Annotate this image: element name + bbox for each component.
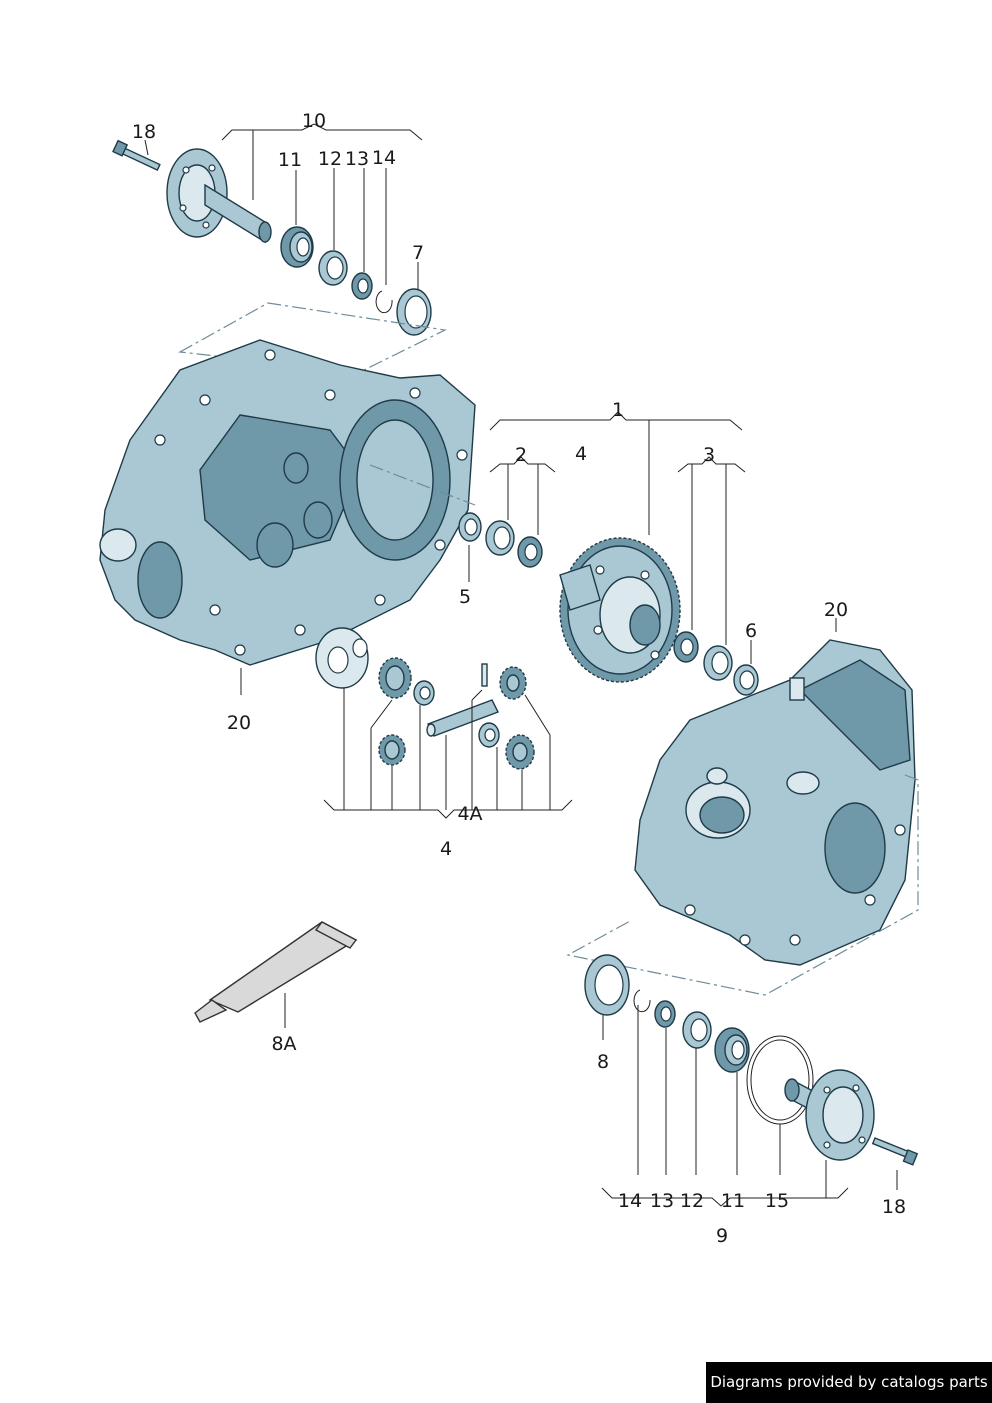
label-15: 15: [765, 1190, 789, 1212]
label-1: 1: [612, 399, 624, 421]
o-ring-15: [746, 1035, 814, 1125]
side-gear-left: [378, 657, 412, 699]
seal-7: [396, 288, 432, 336]
right-transmission-housing: [566, 639, 919, 996]
label-10: 10: [302, 110, 326, 132]
label-4-top: 4: [575, 443, 587, 465]
label-9: 9: [716, 1225, 728, 1247]
ring-12-top: [318, 250, 348, 286]
thrust-washer-left: [413, 680, 435, 706]
bolt-18-top: [112, 139, 161, 171]
circlip-14-top: [375, 290, 393, 314]
label-20-right: 20: [824, 599, 848, 621]
bearing-11-bottom: [714, 1027, 750, 1073]
drive-flange-top: [166, 148, 272, 244]
shim-5: [458, 512, 482, 542]
diff-cage: [315, 627, 369, 689]
label-18-bottom: 18: [882, 1196, 906, 1218]
label-13-bottom: 13: [650, 1190, 674, 1212]
label-4-bottom: 4: [440, 838, 452, 860]
left-transmission-housing: [99, 339, 476, 666]
pinion-shaft: [426, 699, 499, 737]
shim-6: [733, 664, 759, 696]
bolt-18-bottom: [871, 1137, 919, 1166]
label-13-top: 13: [345, 148, 369, 170]
label-4A: 4A: [457, 803, 482, 825]
bearing-race-2: [485, 520, 543, 568]
label-20-left: 20: [227, 712, 251, 734]
nut-13-bottom: [654, 1000, 676, 1028]
bearing-11-top: [280, 226, 314, 268]
label-8: 8: [597, 1051, 609, 1073]
label-11-bottom: 11: [721, 1190, 745, 1212]
pin-4A: [481, 663, 488, 687]
seal-8: [584, 954, 630, 1016]
label-3: 3: [703, 444, 715, 466]
thrust-washer-right: [478, 722, 500, 748]
pinion-gear-right: [505, 734, 535, 770]
drive-flange-bottom: [784, 1069, 875, 1161]
top-flange-assembly: [112, 139, 447, 373]
label-11-top: 11: [278, 149, 302, 171]
sealant-tube-8A: [194, 921, 358, 1023]
label-14-bottom: 14: [618, 1190, 642, 1212]
pinion-gear-lower: [378, 734, 406, 766]
ring-gear-differential: [559, 537, 681, 683]
label-12-top: 12: [318, 148, 342, 170]
differential-gear-set: [315, 627, 535, 770]
label-18-top: 18: [132, 121, 156, 143]
label-5: 5: [459, 586, 471, 608]
circlip-14-bottom: [633, 989, 651, 1013]
label-8A: 8A: [271, 1033, 296, 1055]
bottom-flange-assembly: [584, 954, 919, 1166]
nut-13-top: [351, 272, 373, 300]
label-14-top: 14: [372, 147, 396, 169]
label-6: 6: [745, 620, 757, 642]
bearing-3: [673, 631, 733, 681]
part-number-labels: 10 18 11 12 13 14 7 1 2 4 3 5 6 20 20 4A…: [132, 110, 906, 1247]
label-7: 7: [412, 242, 424, 264]
leader-lines: [144, 123, 898, 1207]
label-2: 2: [515, 444, 527, 466]
differential-assembly: [458, 512, 759, 696]
ring-12-bottom: [682, 1011, 712, 1049]
label-12-bottom: 12: [680, 1190, 704, 1212]
side-gear-right: [499, 666, 527, 700]
credit-banner: Diagrams provided by catalogs parts: [706, 1362, 992, 1403]
